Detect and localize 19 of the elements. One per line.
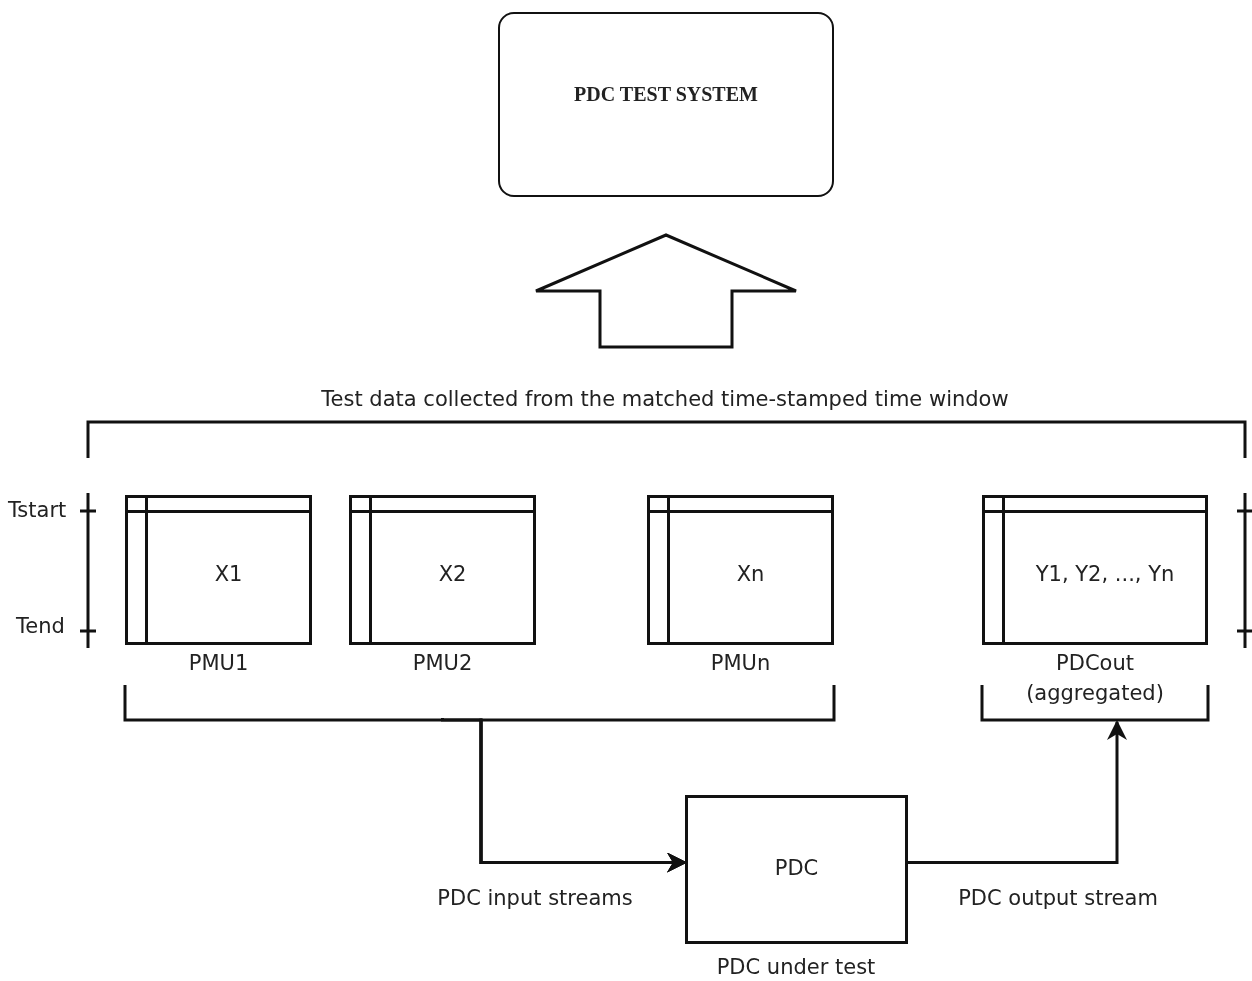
node-label: X2	[438, 562, 467, 586]
node-label: X1	[214, 562, 243, 586]
node-label: PDC TEST SYSTEM	[574, 83, 758, 106]
time-label: Tend	[16, 613, 65, 640]
node-caption: PDCout (aggregated)	[1025, 650, 1165, 707]
caption-text: Test data collected from the matched time-stamped time window	[321, 387, 1009, 411]
node-caption: PMUn	[709, 650, 772, 677]
node-label: PDC	[774, 855, 819, 880]
node-label: Y1, Y2, ..., Yn	[1035, 562, 1175, 586]
node-caption: PMU2	[411, 650, 474, 677]
block-arrow	[534, 233, 798, 349]
node-caption: PMU1	[187, 650, 250, 677]
time-label: Tstart	[8, 497, 67, 524]
node-caption: PDC under test	[715, 954, 877, 981]
arrow	[479, 685, 836, 873]
arrow	[908, 720, 1127, 864]
system-box	[498, 12, 834, 197]
node-label: Xn	[736, 562, 765, 586]
process-box	[685, 795, 908, 944]
